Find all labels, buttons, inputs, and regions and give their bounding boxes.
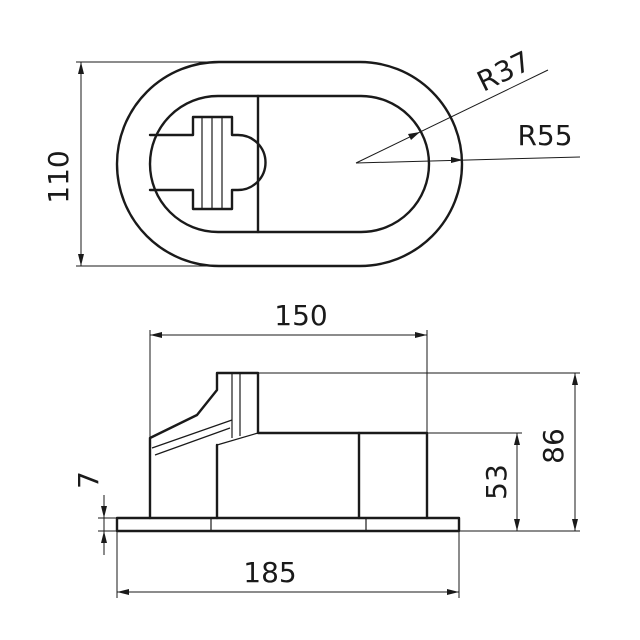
side-view: 150 185 7 53 86 [72, 299, 580, 598]
dim-7-label: 7 [72, 471, 105, 489]
inner-oval-outline [148, 94, 431, 234]
dim-110-arrow-top [78, 62, 84, 74]
r37-label: R37 [472, 45, 536, 99]
dim-53-label: 53 [480, 464, 513, 500]
dim-150-arrow-right [415, 332, 427, 338]
clamp-side-detail-3 [151, 419, 233, 449]
dim-53-arrow-bottom [514, 519, 520, 531]
r37-leader-line [355, 69, 549, 164]
r55-label: R55 [517, 119, 572, 152]
dim-110-label: 110 [42, 150, 75, 203]
dim-150-label: 150 [274, 299, 327, 332]
dim-86-label: 86 [537, 428, 570, 464]
outer-oval-outline [115, 60, 464, 268]
clamp-mechanism-outline [148, 115, 267, 211]
dim-53-arrow-top [514, 433, 520, 445]
body-joint-line [216, 432, 259, 446]
r37-arrow [408, 132, 420, 140]
base-plate [115, 516, 461, 533]
dim-150-arrow-left [150, 332, 162, 338]
dim-86-arrow-bottom [572, 519, 578, 531]
clamp-side-detail-4 [154, 427, 231, 456]
dim-7-arrow-bottom [101, 531, 107, 543]
main-body-outline [148, 371, 429, 520]
dim-185-arrow-right [447, 589, 459, 595]
dim-185-arrow-left [117, 589, 129, 595]
dim-110-arrow-bottom [78, 254, 84, 266]
top-view: 110 R37 R55 [42, 45, 581, 268]
dim-7-arrow-top [101, 506, 107, 518]
dim-86-arrow-top [572, 373, 578, 385]
dim-185-label: 185 [243, 556, 296, 589]
r55-leader-line [355, 156, 581, 164]
r55-arrow [451, 157, 463, 163]
